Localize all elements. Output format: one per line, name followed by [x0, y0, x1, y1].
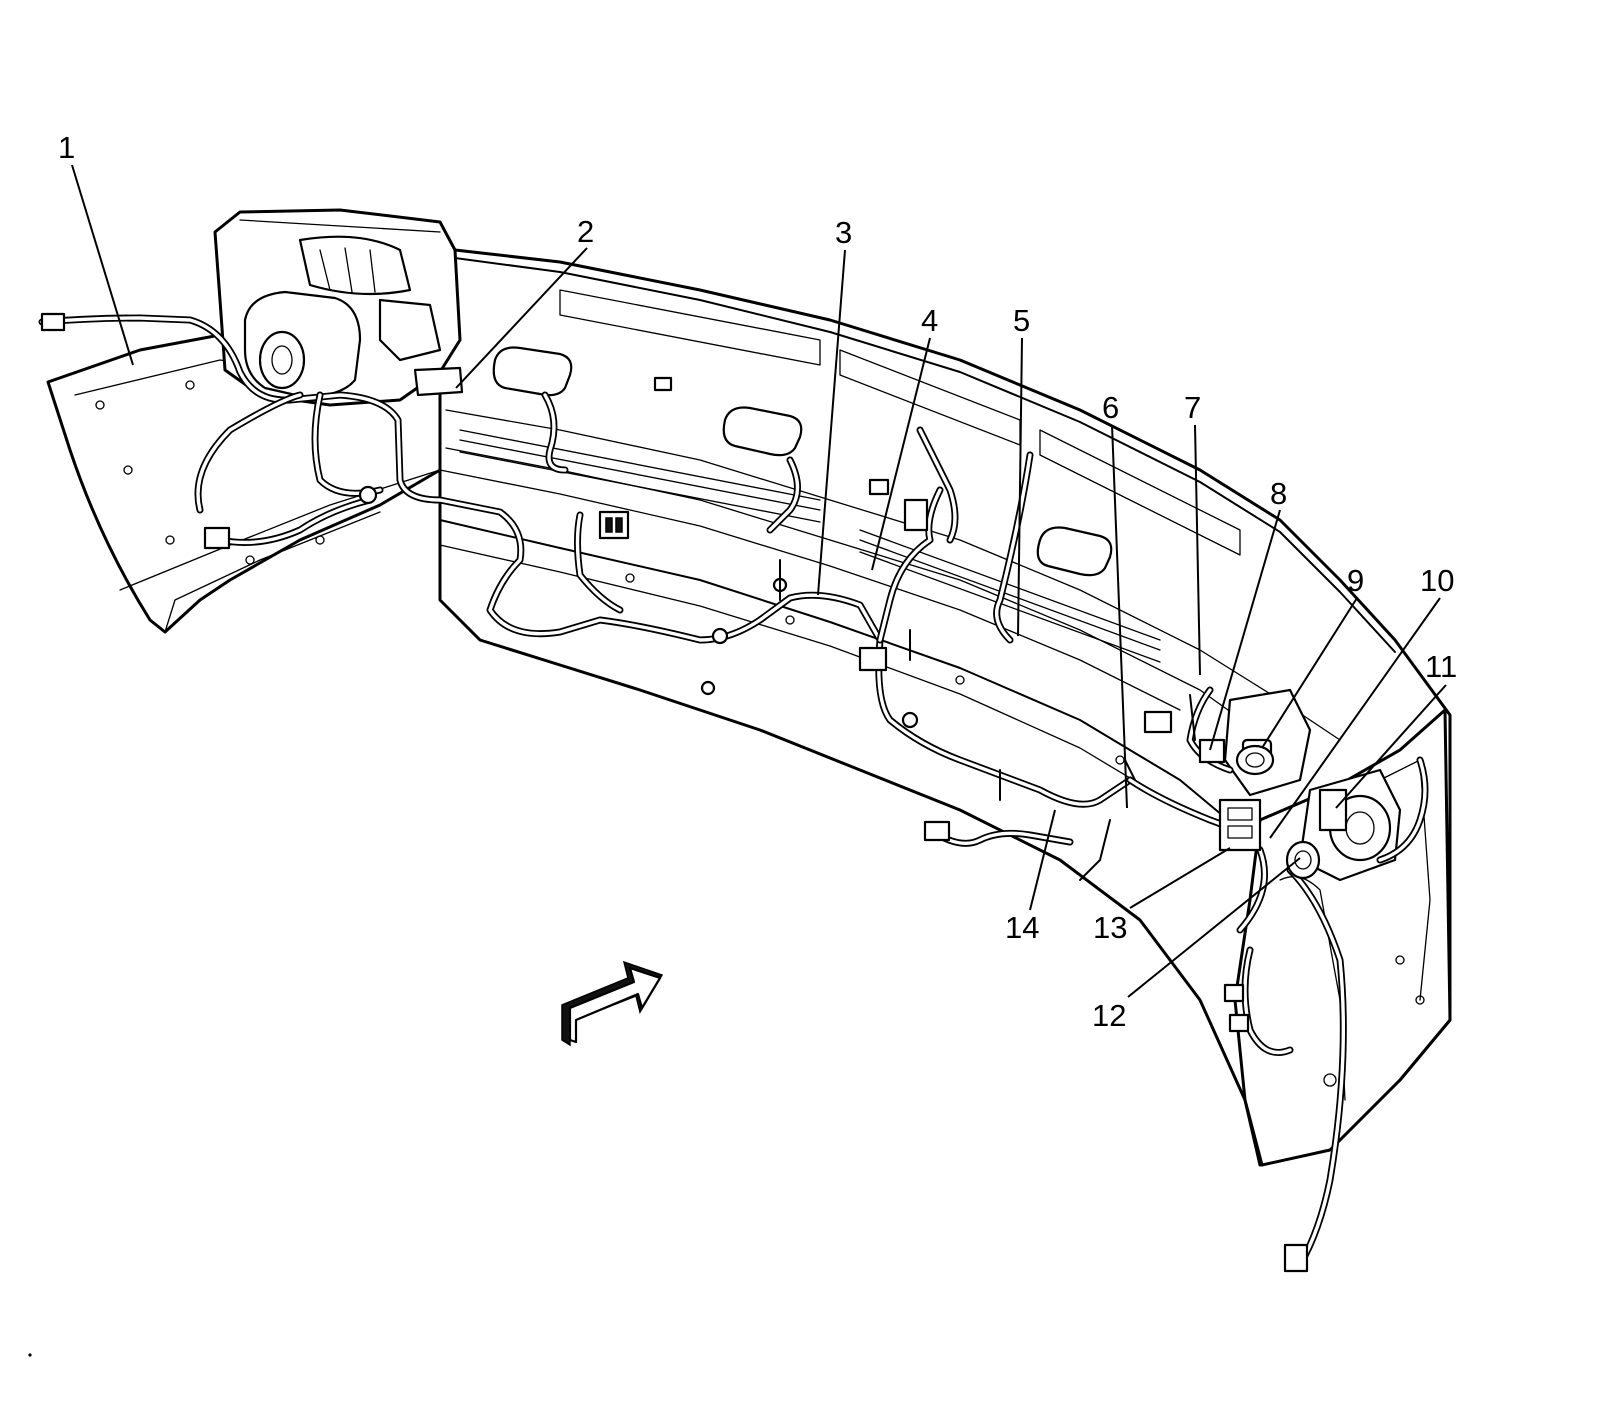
connector-left-end [40, 312, 66, 332]
connector-center-b [858, 646, 888, 672]
connector-center-c [903, 498, 929, 532]
callout-10: 10 [1420, 563, 1454, 598]
front-direction-arrow-icon [561, 960, 664, 1047]
connector-11 [1318, 788, 1348, 832]
callout-7: 7 [1184, 390, 1201, 425]
connector-14-end [923, 820, 951, 842]
callout-6: 6 [1102, 390, 1119, 425]
callout-11: 11 [1425, 649, 1457, 684]
callout-2: 2 [577, 214, 594, 249]
wiring-harness [38, 314, 1429, 1269]
stray-dot [28, 1353, 32, 1357]
callout-1: 1 [58, 130, 75, 165]
connector-left-lower [203, 526, 231, 550]
left-lamp-assembly [213, 208, 464, 407]
connector-center-a [598, 510, 630, 540]
callout-4: 4 [921, 303, 938, 338]
bumper-fascia [438, 248, 1452, 1167]
callout-8: 8 [1270, 476, 1287, 511]
connector-9 [1235, 744, 1275, 776]
connector-12 [1285, 840, 1321, 880]
harness-connectors [40, 312, 1348, 1273]
callout-12: 12 [1092, 998, 1126, 1033]
callout-9: 9 [1347, 563, 1364, 598]
callout-leaders [71, 164, 1447, 998]
callout-13: 13 [1093, 910, 1127, 945]
connector-right-end [1283, 1243, 1309, 1273]
callout-14: 14 [1005, 910, 1039, 945]
callout-3: 3 [835, 215, 852, 250]
connector-right-a [1143, 710, 1173, 734]
callout-labels: 1 2 3 4 5 6 7 8 9 10 11 12 13 14 [58, 130, 1457, 1033]
callout-5: 5 [1013, 303, 1030, 338]
